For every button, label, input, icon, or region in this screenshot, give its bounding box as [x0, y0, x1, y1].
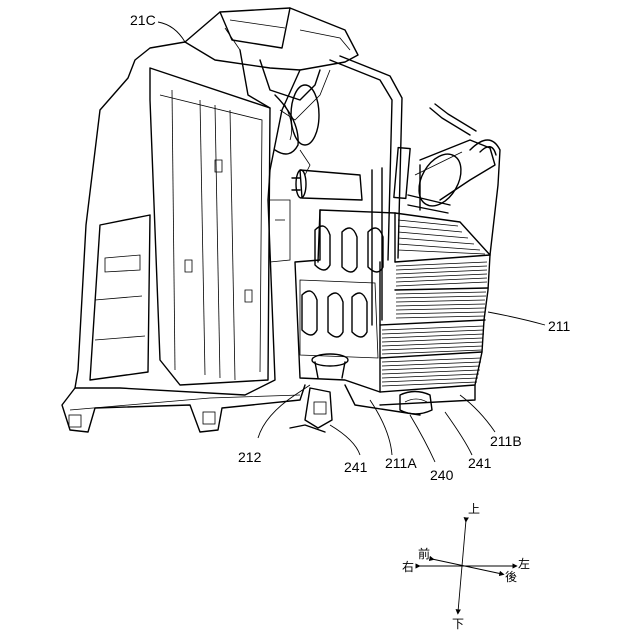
- label-241-right: 241: [468, 455, 492, 471]
- dir-left: 左: [518, 556, 530, 571]
- leader-lines: [158, 22, 545, 462]
- dir-down: 下: [452, 617, 464, 631]
- housing-frame: [62, 8, 358, 432]
- dir-front: 前: [418, 546, 430, 561]
- heat-exchanger: [295, 210, 490, 405]
- dir-up: 上: [468, 502, 480, 516]
- front-rear-axis: [432, 559, 502, 574]
- dir-right: 右: [402, 559, 414, 574]
- label-211B: 211B: [490, 433, 522, 449]
- label-211: 211: [548, 318, 571, 334]
- label-211A: 211A: [385, 455, 417, 471]
- drain-assembly: [290, 385, 432, 432]
- label-240: 240: [430, 467, 454, 483]
- pipework: [292, 56, 500, 325]
- dir-rear: 後: [505, 570, 517, 584]
- label-212: 212: [238, 449, 262, 465]
- label-21C: 21C: [130, 12, 156, 28]
- label-241-left: 241: [344, 459, 368, 475]
- direction-compass: 上 下 前 右 左 後: [402, 502, 530, 631]
